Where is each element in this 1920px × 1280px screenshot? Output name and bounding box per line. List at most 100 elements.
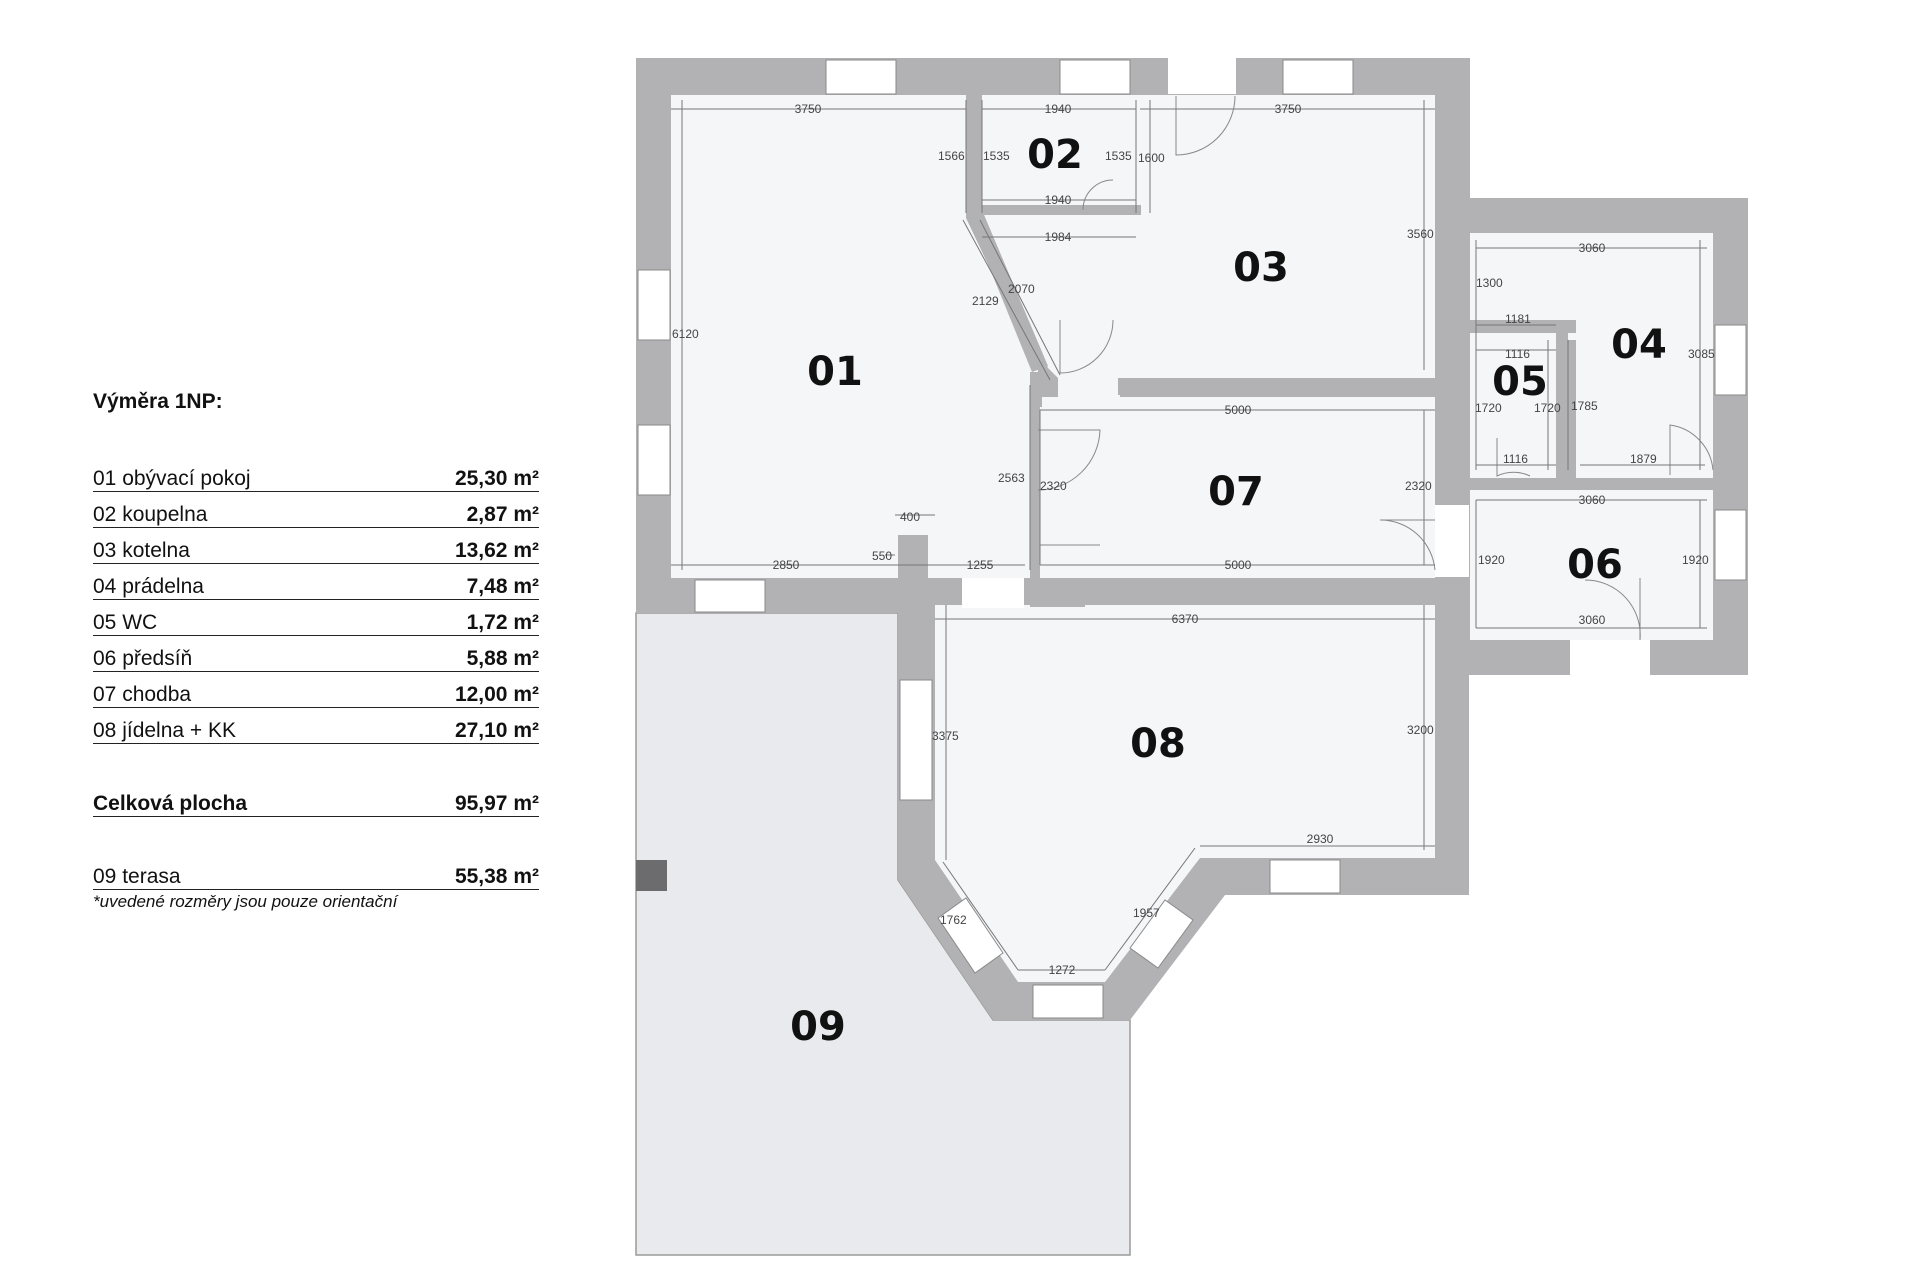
door-openings [962, 58, 1650, 676]
dim-label: 3200 [1407, 723, 1434, 737]
floor-room-03 [982, 95, 1435, 397]
total-area: 95,97 m² [454, 792, 539, 815]
dim-label: 3060 [1579, 241, 1606, 255]
dim-label: 3750 [1275, 102, 1302, 116]
window [1129, 899, 1194, 969]
room-label: 07 chodba [93, 683, 192, 706]
room-number-01: 01 [807, 349, 863, 395]
legend-row-02: 02 koupelna 2,87 m² [93, 492, 539, 528]
window [694, 579, 766, 613]
dim-label: 400 [900, 510, 920, 524]
floor-room-05 [1470, 333, 1556, 478]
legend-row-04: 04 prádelna 7,48 m² [93, 564, 539, 600]
floor-room-01 [671, 95, 1038, 578]
room-area: 1,72 m² [466, 611, 539, 634]
room-area: 13,62 m² [454, 539, 539, 562]
legend-row-07: 07 chodba 12,00 m² [93, 672, 539, 708]
room-label: 08 jídelna + KK [93, 719, 237, 742]
dim-label: 1940 [1045, 102, 1072, 116]
dimension-labels: 3750 1940 3750 1566 1535 1535 1600 1940 … [672, 102, 1715, 977]
window [899, 679, 933, 801]
window [825, 59, 897, 95]
dim-label: 3085 [1688, 347, 1715, 361]
dim-label: 2320 [1405, 479, 1432, 493]
dim-label: 1920 [1478, 553, 1505, 567]
room-number-08: 08 [1130, 721, 1186, 767]
dim-label: 1116 [1505, 347, 1530, 361]
floor-room-04b [1470, 233, 1576, 320]
dim-label: 2129 [972, 294, 999, 308]
room-area: 27,10 m² [454, 719, 539, 742]
room-number-07: 07 [1208, 469, 1264, 515]
room-area: 25,30 m² [454, 467, 539, 490]
window [637, 269, 671, 341]
legend-total-row: Celková plocha 95,97 m² [93, 781, 539, 817]
window [1059, 59, 1131, 95]
floor-room-04 [1556, 233, 1713, 478]
room-label: 02 koupelna [93, 503, 208, 526]
terrace-label: 09 terasa [93, 865, 181, 888]
room-number-02: 02 [1027, 132, 1083, 178]
room-label: 06 předsíň [93, 647, 193, 670]
floor-room-06 [1470, 490, 1713, 640]
dim-label: 550 [872, 549, 892, 563]
legend-row-08: 08 jídelna + KK 27,10 m² [93, 708, 539, 744]
dim-label: 1920 [1682, 553, 1709, 567]
dim-label: 3750 [795, 102, 822, 116]
room-area: 5,88 m² [466, 647, 539, 670]
dim-label: 5000 [1225, 403, 1252, 417]
dim-label: 1984 [1045, 230, 1072, 244]
room-area: 12,00 m² [454, 683, 539, 706]
room-numbers: 01 02 03 04 05 06 07 08 09 [790, 132, 1667, 1050]
dim-label: 5000 [1225, 558, 1252, 572]
room-area: 2,87 m² [466, 503, 539, 526]
windows [637, 59, 1747, 1019]
interior-walls [898, 58, 1713, 607]
room-label: 03 kotelna [93, 539, 190, 562]
dim-label: 3060 [1579, 613, 1606, 627]
floor-room-02 [982, 95, 1136, 205]
dim-label: 2070 [1008, 282, 1035, 296]
room-label: 04 prádelna [93, 575, 204, 598]
dim-label: 1566 [938, 149, 965, 163]
room-number-04: 04 [1611, 322, 1667, 368]
legend-row-03: 03 kotelna 13,62 m² [93, 528, 539, 564]
room-number-09: 09 [790, 1004, 846, 1050]
floor-room-07 [1040, 397, 1435, 578]
dim-label: 1879 [1630, 452, 1657, 466]
room-area: 7,48 m² [466, 575, 539, 598]
dim-label: 1600 [1138, 151, 1165, 165]
dim-label: 1255 [967, 558, 994, 572]
dim-label: 6120 [672, 327, 699, 341]
dimension-lines [671, 100, 1707, 971]
legend-row-06: 06 předsíň 5,88 m² [93, 636, 539, 672]
window [1282, 59, 1354, 95]
dim-label: 1957 [1133, 906, 1160, 920]
dim-label: 1116 [1503, 452, 1528, 466]
window [937, 897, 1004, 974]
legend-note: *uvedené rozměry jsou pouze orientační [93, 892, 398, 911]
dim-label: 1940 [1045, 193, 1072, 207]
total-label: Celková plocha [93, 792, 248, 815]
dim-label: 2850 [773, 558, 800, 572]
room-number-06: 06 [1567, 542, 1623, 588]
terrace-post [636, 860, 667, 891]
dim-label: 1300 [1476, 276, 1503, 290]
window [1714, 324, 1747, 396]
dim-label: 1720 [1475, 401, 1502, 415]
dim-label: 1535 [1105, 149, 1132, 163]
room-number-05: 05 [1492, 359, 1548, 405]
dim-label: 2320 [1040, 479, 1067, 493]
window [1269, 859, 1341, 894]
dim-label: 1272 [1049, 963, 1076, 977]
window [1032, 984, 1104, 1019]
door-swings [1037, 95, 1714, 641]
dim-label: 2930 [1307, 832, 1334, 846]
dim-label: 6370 [1172, 612, 1199, 626]
room-number-03: 03 [1233, 245, 1289, 291]
